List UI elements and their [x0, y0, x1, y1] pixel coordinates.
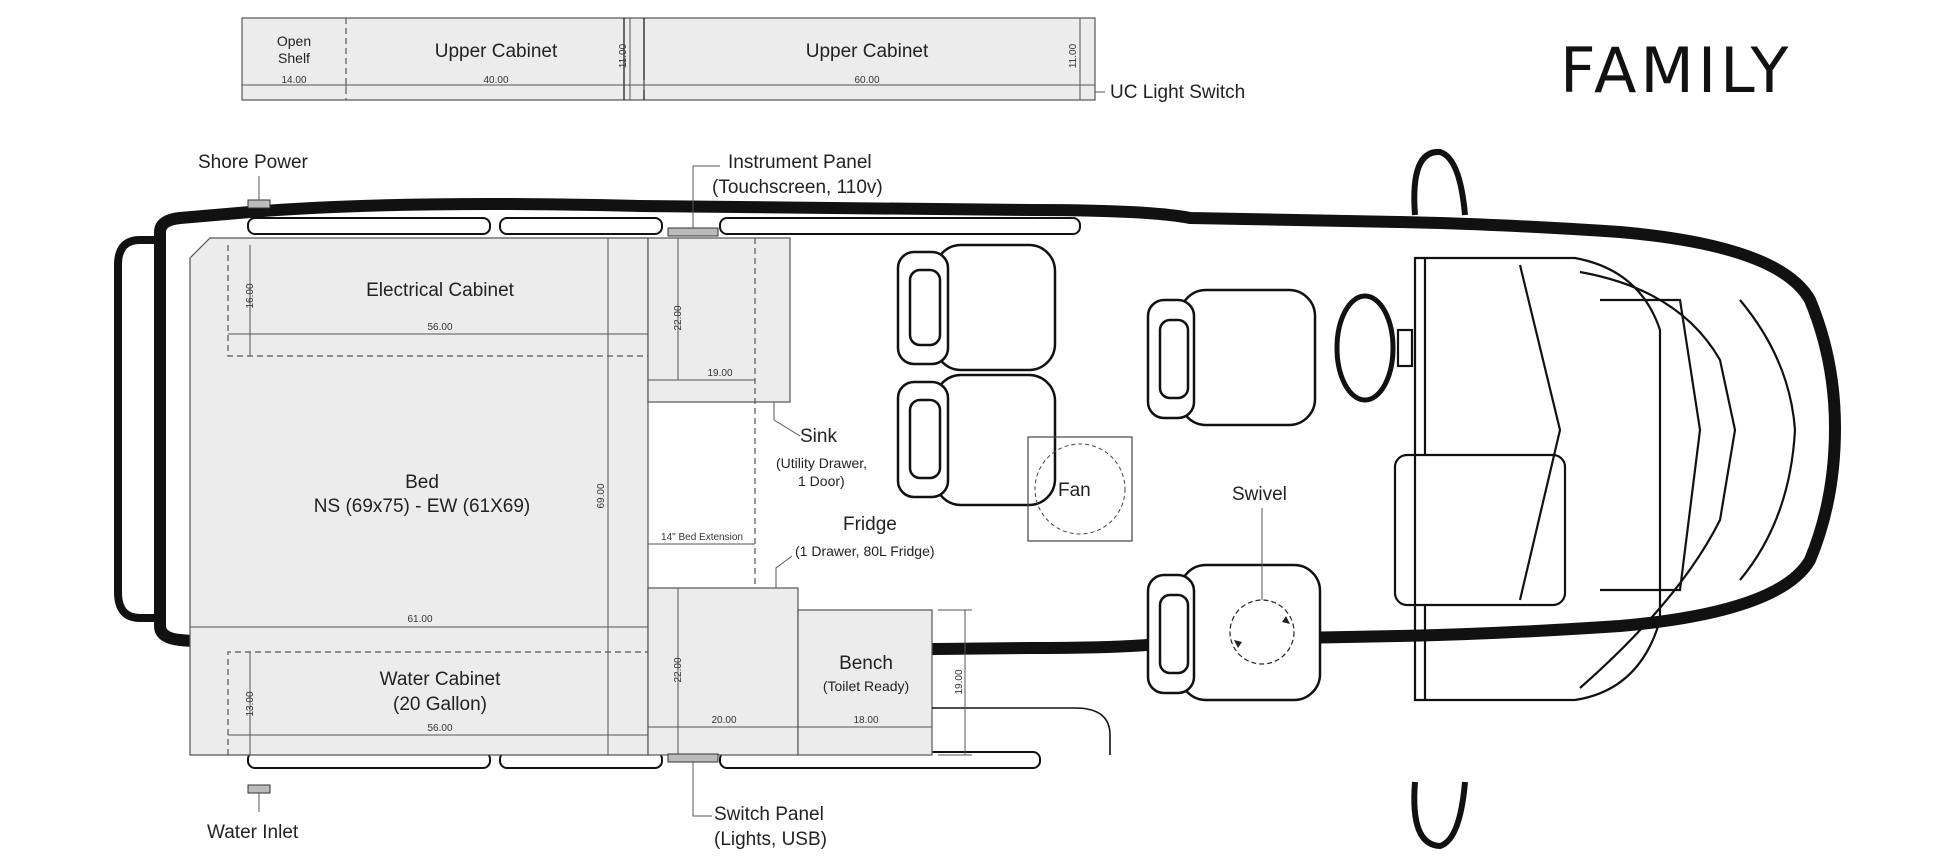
front-passenger-seat — [1146, 288, 1317, 427]
dim-upper-1: 40.00 — [483, 75, 508, 86]
switch-panel-label-2: (Lights, USB) — [714, 829, 827, 850]
dim-height-1: 11.00 — [618, 43, 629, 68]
dim-water-width: 56.00 — [427, 723, 452, 734]
dim-fridge-depth: 22.00 — [673, 657, 684, 682]
electrical-cabinet-label: Electrical Cabinet — [366, 280, 515, 301]
bed-label-line2: NS (69x75) - EW (61X69) — [314, 496, 530, 517]
dim-bed-extension: 14" Bed Extension — [661, 532, 743, 543]
rear-seat-lower — [896, 373, 1057, 507]
upper-cabinet-1-label: Upper Cabinet — [435, 41, 558, 62]
shore-power-label: Shore Power — [198, 152, 309, 173]
upper-cabinet-2-label: Upper Cabinet — [806, 41, 929, 62]
water-inlet-label: Water Inlet — [207, 822, 299, 843]
fan-label: Fan — [1058, 480, 1091, 501]
dim-sink-width: 19.00 — [707, 368, 732, 379]
instrument-panel-label-2: (Touchscreen, 110v) — [712, 177, 883, 198]
sink-label-2: (Utility Drawer, — [776, 455, 867, 471]
seating — [896, 243, 1322, 702]
swivel-label: Swivel — [1232, 484, 1287, 505]
bed-label-line1: Bed — [405, 472, 439, 493]
dim-upper-2: 60.00 — [854, 75, 879, 86]
callouts: Shore Power Water Inlet Instrument Panel… — [198, 152, 1287, 850]
switch-panel-label-1: Switch Panel — [714, 804, 824, 825]
dim-bench-width: 18.00 — [853, 715, 878, 726]
zone-labels: Electrical Cabinet Bed NS (69x75) - EW (… — [314, 280, 909, 715]
dim-fridge-width: 20.00 — [711, 715, 736, 726]
water-cabinet-label-line2: (20 Gallon) — [393, 694, 487, 715]
uc-light-switch-label: UC Light Switch — [1110, 82, 1245, 103]
swivel-seat — [1146, 563, 1322, 702]
open-shelf-label-1: Open — [277, 33, 311, 49]
dim-open-shelf: 14.00 — [281, 75, 306, 86]
dim-bench-depth: 19.00 — [954, 669, 965, 694]
water-cabinet-label-line1: Water Cabinet — [380, 669, 501, 690]
dim-elec-depth: 16.00 — [245, 283, 256, 308]
bench-label-line2: (Toilet Ready) — [823, 678, 909, 694]
roof-fan — [1027, 436, 1133, 542]
sink-label-3: 1 Door) — [798, 473, 845, 489]
open-shelf-label-2: Shelf — [278, 50, 310, 66]
bench-label-line1: Bench — [839, 653, 893, 674]
dim-height-2: 11.00 — [1068, 43, 1079, 68]
dim-water-depth: 13.00 — [245, 691, 256, 716]
sink-label-1: Sink — [800, 426, 837, 447]
dim-elec-width: 56.00 — [427, 322, 452, 333]
dim-bed-length: 69.00 — [596, 483, 607, 508]
dim-bed-width: 61.00 — [407, 614, 432, 625]
interior-dimensions: 16.00 56.00 22.00 19.00 69.00 61.00 14" … — [190, 238, 972, 756]
rear-seat-upper — [896, 243, 1057, 372]
brand-logo: FAMILY — [1560, 34, 1792, 107]
fridge-label-1: Fridge — [843, 514, 897, 535]
upper-cabinet-elevation: Open Shelf Upper Cabinet Upper Cabinet 1… — [241, 17, 1245, 103]
dim-sink-depth: 22.00 — [673, 305, 684, 330]
instrument-panel-label-1: Instrument Panel — [728, 152, 872, 173]
fridge-label-2: (1 Drawer, 80L Fridge) — [795, 543, 935, 559]
